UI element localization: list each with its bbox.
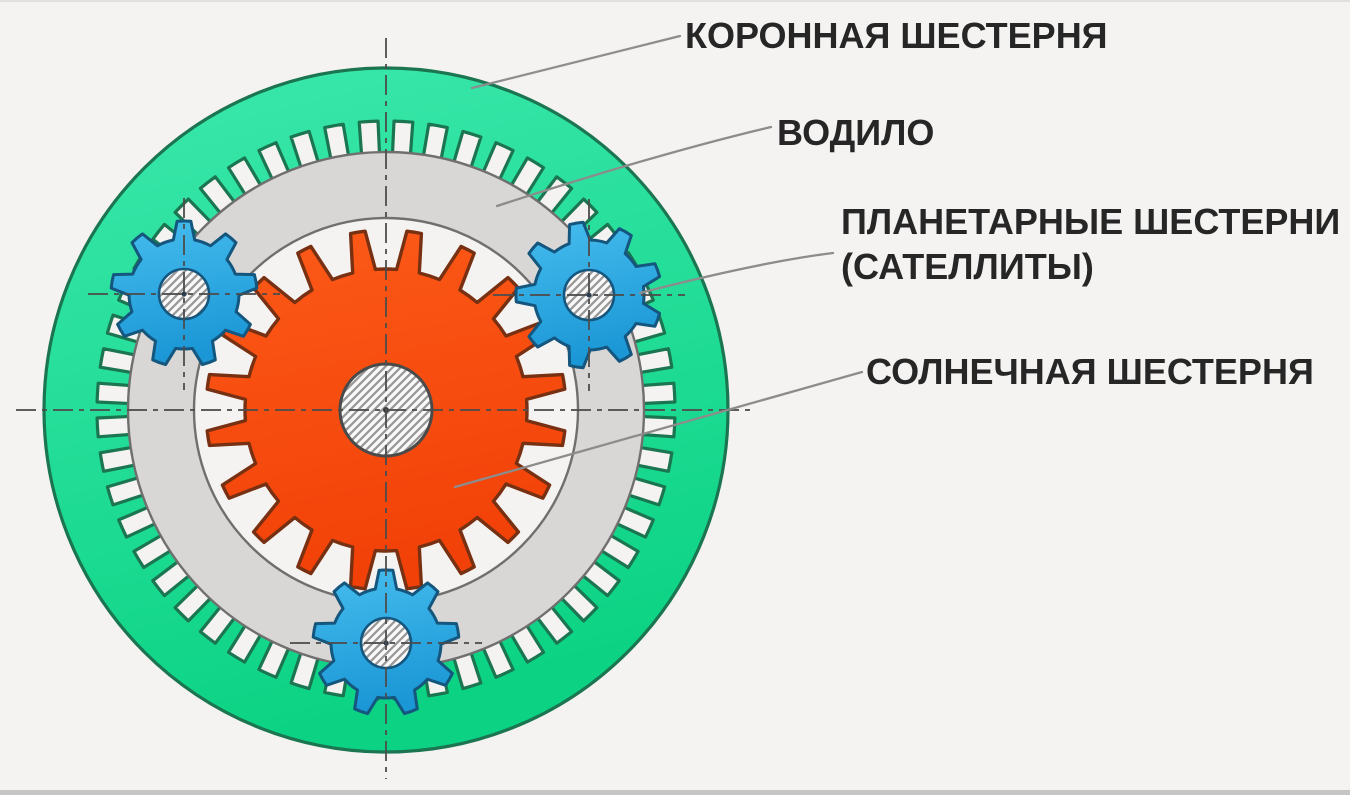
label-ring-gear: КОРОННАЯ ШЕСТЕРНЯ [685,15,1108,56]
photo-edge-bottom [0,790,1350,795]
leader-line-carrier [495,125,773,208]
label-carrier: ВОДИЛО [777,112,934,153]
planet-gear-top-right-center-dot [586,292,592,298]
leader-line-sun-gear [453,370,864,489]
label-planet-gears-line2: (САТЕЛЛИТЫ) [841,246,1094,287]
label-sun-gear: СОЛНЕЧНАЯ ШЕСТЕРНЯ [866,351,1314,392]
photo-edge-top [0,0,1350,2]
planet-gear-top-left-center-dot [181,291,187,297]
leader-line-planet-gears [638,251,835,295]
leader-line-ring-gear [470,34,682,90]
label-planet-gears-line1: ПЛАНЕТАРНЫЕ ШЕСТЕРНИ [841,201,1340,242]
